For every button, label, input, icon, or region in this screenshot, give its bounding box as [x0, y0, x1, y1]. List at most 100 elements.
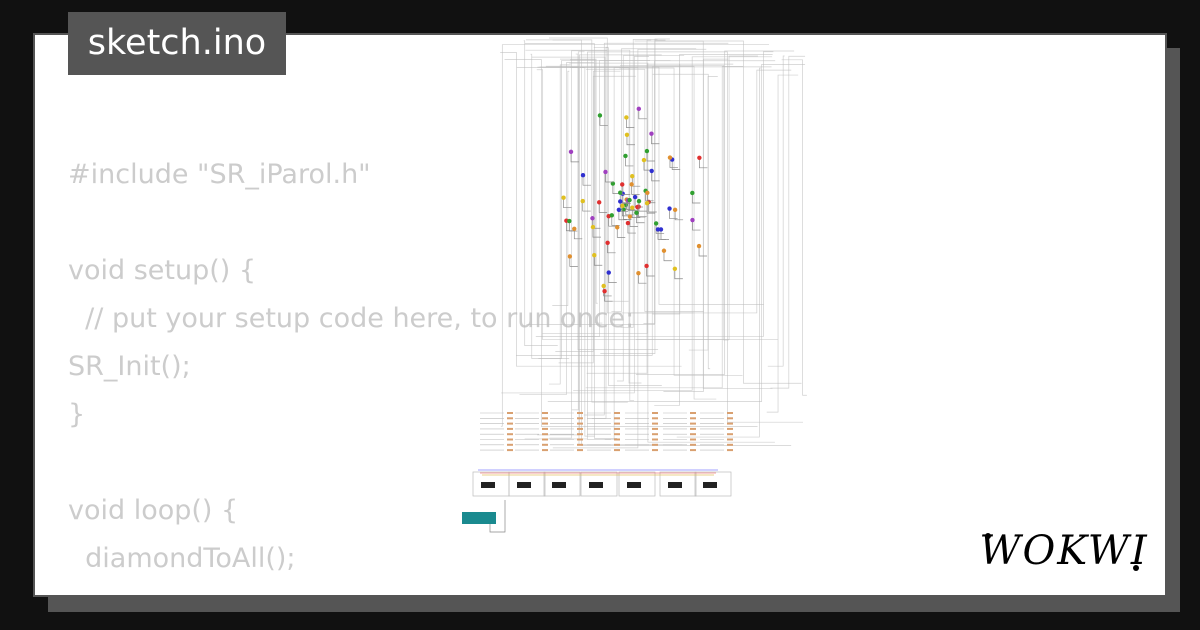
resistor: [652, 427, 658, 430]
led: [597, 113, 603, 118]
led-wire: [674, 209, 684, 221]
led: [609, 213, 615, 218]
resistor: [577, 433, 583, 436]
wire: [573, 56, 773, 391]
led: [641, 157, 647, 163]
led: [606, 270, 611, 275]
led: [655, 227, 661, 232]
led: [572, 226, 577, 231]
led-wire: [638, 273, 647, 284]
wire: [607, 51, 803, 423]
led-wire: [669, 157, 678, 168]
led: [596, 200, 602, 205]
wire: [526, 60, 776, 325]
code-line: diamondToAll();: [68, 543, 296, 574]
resistor: [507, 412, 513, 414]
led-wire: [573, 228, 583, 240]
led-wire: [698, 246, 708, 257]
led: [644, 200, 650, 206]
resistor: [507, 427, 513, 430]
shift-register-chip: [668, 482, 682, 488]
led-wire: [655, 223, 665, 234]
wire: [611, 48, 697, 312]
resistor: [542, 438, 548, 441]
resistor: [727, 412, 733, 414]
wire: [545, 65, 717, 400]
resistor: [507, 438, 513, 441]
led: [624, 115, 629, 120]
resistor: [727, 433, 733, 436]
led: [635, 204, 640, 210]
resistor: [727, 417, 733, 420]
led: [661, 248, 667, 253]
led: [630, 173, 635, 179]
code-line: SR_Init();: [68, 351, 191, 382]
resistor: [577, 412, 583, 414]
led: [644, 148, 650, 154]
wire: [536, 69, 778, 341]
led-wire: [638, 206, 647, 218]
led: [605, 240, 610, 245]
wire: [635, 50, 795, 375]
led-wire: [646, 151, 655, 162]
led-wire: [625, 155, 634, 167]
led-wire: [582, 175, 591, 186]
led-wire: [699, 157, 708, 169]
resistor: [652, 422, 658, 425]
led: [561, 195, 566, 200]
wire: [781, 59, 807, 396]
wire: [634, 40, 802, 384]
code-line: void setup() {: [68, 255, 257, 286]
resistor: [614, 438, 620, 441]
wire: [537, 66, 764, 305]
led-wire: [570, 151, 580, 163]
resistor: [542, 443, 548, 446]
wire: [770, 55, 806, 389]
led: [567, 254, 573, 259]
wokwi-logo-text: WOKWI: [979, 528, 1148, 574]
code-line: // put your setup code here, to run once…: [68, 303, 635, 334]
led-wire: [623, 209, 632, 220]
wire: [688, 76, 718, 351]
arduino-board: [462, 512, 496, 524]
led: [580, 173, 586, 178]
led: [620, 182, 625, 187]
led: [649, 168, 654, 174]
wire: [627, 69, 792, 314]
led: [590, 224, 596, 230]
shift-register-chip: [481, 482, 495, 488]
led: [624, 132, 630, 137]
resistor: [577, 449, 583, 452]
resistor: [542, 417, 548, 420]
wire: [547, 64, 806, 402]
resistor: [690, 443, 696, 446]
resistor: [690, 427, 696, 430]
code-line: }: [68, 399, 86, 430]
wire: [548, 64, 571, 385]
led-wire: [608, 272, 617, 283]
led-wire: [629, 200, 638, 211]
led: [602, 288, 607, 294]
led: [667, 206, 672, 211]
wire: [524, 43, 618, 439]
led: [644, 263, 649, 269]
resistor: [507, 443, 513, 446]
led-wire: [636, 212, 645, 224]
led: [627, 214, 633, 219]
led-wire: [598, 202, 608, 213]
wire: [570, 59, 603, 324]
led-wire: [625, 117, 635, 128]
led: [615, 225, 620, 230]
led: [690, 217, 695, 223]
led-wire: [691, 192, 701, 204]
resistor: [652, 449, 658, 452]
resistor: [690, 438, 696, 441]
wire: [576, 51, 774, 337]
wire: [516, 67, 642, 384]
file-name-tag: sketch.ino: [68, 12, 286, 75]
led: [634, 210, 639, 215]
led-wire: [563, 197, 572, 209]
wire: [552, 70, 570, 306]
led-wire: [651, 170, 660, 182]
